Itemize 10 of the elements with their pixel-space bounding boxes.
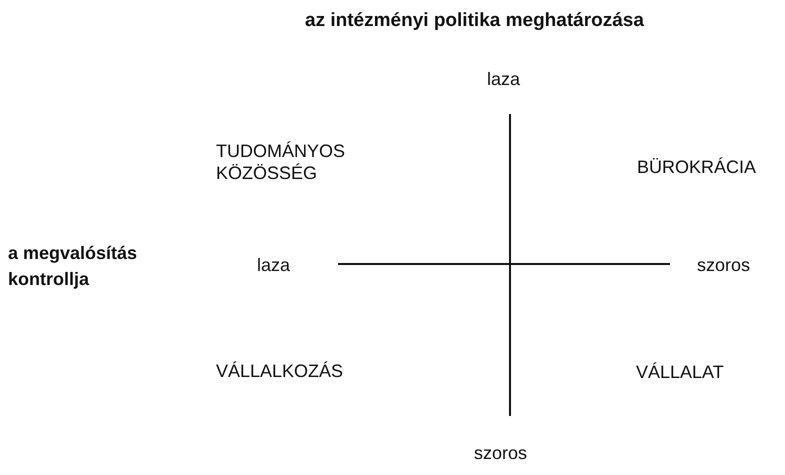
axis-end-label: szoros xyxy=(697,254,750,276)
axis-title: az intézményi politika meghatározása xyxy=(305,10,644,32)
axis-end-label: laza xyxy=(257,254,290,276)
axis-end-label: laza xyxy=(487,68,520,90)
quadrant-label: TUDOMÁNYOS KÖZÖSSÉG xyxy=(216,140,346,184)
quadrant-label: BÜROKRÁCIA xyxy=(637,156,756,178)
quadrant-label: VÁLLALAT xyxy=(636,361,724,383)
axis-title: a megvalósítás kontrollja xyxy=(8,242,138,291)
quadrant-label: VÁLLALKOZÁS xyxy=(216,360,344,382)
axis-end-label: szoros xyxy=(474,442,528,464)
